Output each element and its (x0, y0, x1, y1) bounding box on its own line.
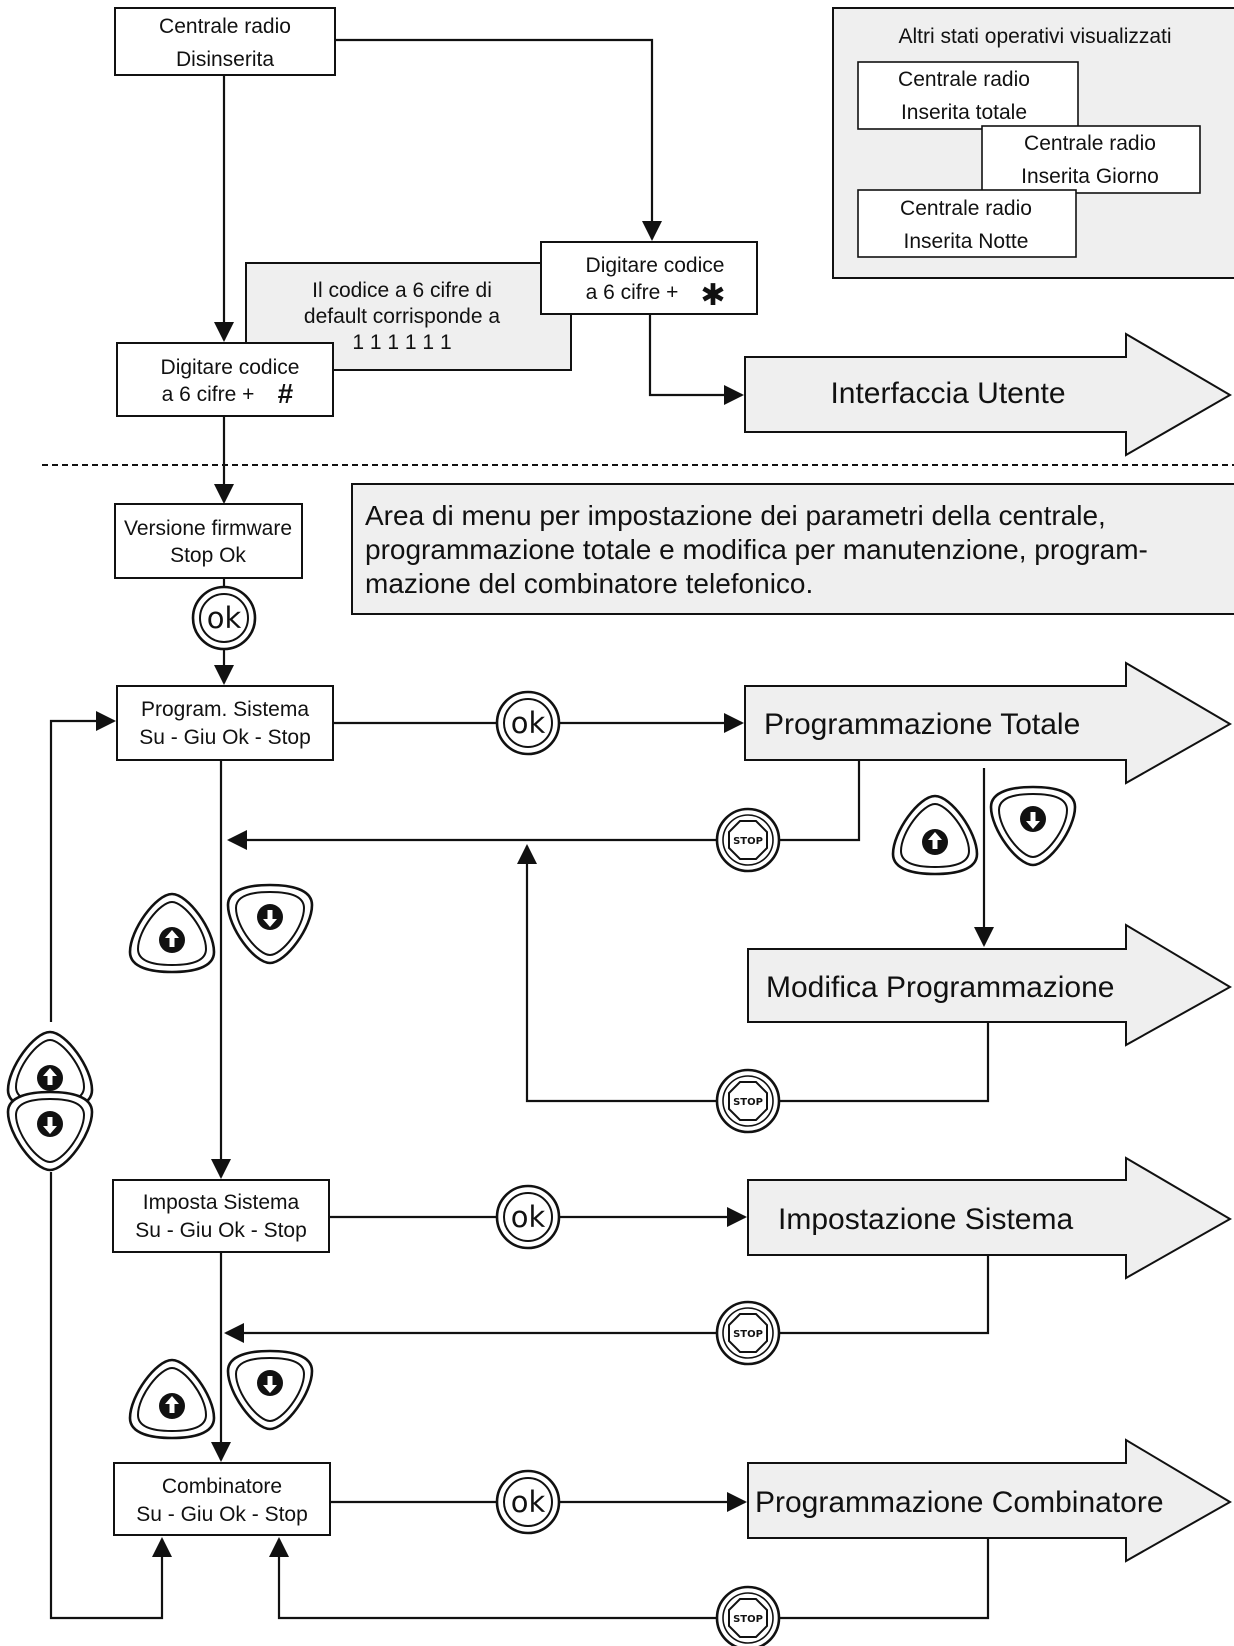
program-sistema-line2: Su - Giu Ok - Stop (139, 726, 311, 749)
down-arrow-button[interactable] (6, 1090, 94, 1172)
ok-button-label: ok (511, 1200, 546, 1234)
stop-button-label: STOP (733, 1097, 763, 1108)
arrow-impostazione-sistema: Impostazione Sistema (747, 1156, 1233, 1280)
firmware-line1: Versione firmware (124, 517, 292, 540)
stop-button-label: STOP (733, 1614, 763, 1625)
notte-line1: Centrale radio (900, 197, 1032, 220)
stop-button-programmazione-totale[interactable]: STOP (715, 807, 781, 873)
other-states-title: Altri stati operativi visualizzati (898, 25, 1171, 48)
giorno-line1: Centrale radio (1024, 132, 1156, 155)
code-hash-box: Digitare codice a 6 cifre + # (116, 342, 334, 417)
firmware-line2: Stop Ok (170, 544, 246, 567)
ok-button-impostazione-sistema[interactable]: ok (495, 1184, 561, 1250)
default-note-line3: 1 1 1 1 1 1 (352, 331, 451, 354)
imposta-sistema-line2: Su - Giu Ok - Stop (135, 1219, 307, 1242)
menu-connectors (49, 711, 994, 1620)
default-note-line2: default corrisponde a (304, 305, 500, 328)
impostazione-sistema-label: Impostazione Sistema (778, 1203, 1073, 1236)
program-sistema-line1: Program. Sistema (141, 698, 309, 721)
up-arrow-button[interactable] (128, 892, 216, 974)
menu-area-note: Area di menu per impostazione dei parame… (351, 483, 1234, 615)
down-arrow-button[interactable] (226, 1349, 314, 1431)
ok-button-label: ok (207, 601, 242, 635)
menu-item-program-sistema[interactable]: Program. Sistema Su - Giu Ok - Stop (116, 685, 334, 761)
stop-button-impostazione[interactable]: STOP (715, 1300, 781, 1366)
firmware-box: Versione firmware Stop Ok (114, 503, 303, 579)
menu-note-line1: Area di menu per impostazione dei parame… (365, 500, 1106, 531)
disinserita-line2: Disinserita (176, 48, 274, 71)
arrow-modifica-programmazione: Modifica Programmazione (747, 923, 1233, 1047)
asterisk-icon: ✱ (700, 279, 725, 312)
menu-note-line2: programmazione totale e modifica per man… (365, 534, 1148, 565)
state-box-disinserita: Centrale radio Disinserita (114, 7, 336, 76)
default-code-note: Il codice a 6 cifre di default corrispon… (245, 262, 572, 371)
combinatore-line1: Combinatore (162, 1475, 282, 1498)
ok-button-label: ok (511, 706, 546, 740)
notte-line2: Inserita Notte (904, 230, 1029, 253)
ok-button-label: ok (511, 1485, 546, 1519)
other-states-panel: Altri stati operativi visualizzati Centr… (832, 7, 1234, 279)
state-box-inserita-giorno: Centrale radio Inserita Giorno (981, 125, 1201, 194)
ok-button-programmazione-totale[interactable]: ok (495, 690, 561, 756)
totale-line1: Centrale radio (898, 68, 1030, 91)
hash-icon: # (277, 378, 293, 409)
stop-button-label: STOP (733, 1329, 763, 1340)
programmazione-combinatore-label: Programmazione Combinatore (755, 1486, 1164, 1519)
menu-item-imposta-sistema[interactable]: Imposta Sistema Su - Giu Ok - Stop (112, 1179, 330, 1253)
arrow-programmazione-totale: Programmazione Totale (744, 661, 1233, 785)
stop-button-combinatore[interactable]: STOP (715, 1585, 781, 1646)
programmazione-totale-label: Programmazione Totale (764, 708, 1080, 741)
interfaccia-utente-arrow: Interfaccia Utente (744, 332, 1232, 457)
state-box-inserita-notte: Centrale radio Inserita Notte (857, 189, 1077, 258)
down-arrow-button[interactable] (226, 883, 314, 965)
interfaccia-utente-label: Interfaccia Utente (830, 377, 1065, 410)
up-arrow-button[interactable] (128, 1358, 216, 1440)
code-hash-line1: Digitare codice (161, 356, 300, 379)
giorno-line2: Inserita Giorno (1021, 165, 1159, 188)
stop-button-modifica[interactable]: STOP (715, 1068, 781, 1134)
menu-note-line3: mazione del combinatore telefonico. (365, 568, 813, 599)
menu-item-combinatore[interactable]: Combinatore Su - Giu Ok - Stop (113, 1462, 331, 1536)
code-hash-line2: a 6 cifre + (162, 383, 255, 406)
down-arrow-button[interactable] (989, 785, 1077, 867)
imposta-sistema-line1: Imposta Sistema (143, 1191, 300, 1214)
state-box-inserita-totale: Centrale radio Inserita totale (857, 61, 1079, 130)
code-star-line2: a 6 cifre + (586, 281, 679, 304)
code-star-box: Digitare codice a 6 cifre + ✱ (540, 241, 758, 315)
code-star-line1: Digitare codice (586, 254, 725, 277)
arrow-programmazione-combinatore: Programmazione Combinatore (747, 1438, 1232, 1563)
top-connectors (214, 38, 744, 504)
stop-button-label: STOP (733, 836, 763, 847)
up-arrow-button[interactable] (891, 794, 979, 876)
modifica-programmazione-label: Modifica Programmazione (766, 971, 1114, 1004)
disinserita-line1: Centrale radio (159, 15, 291, 38)
combinatore-line2: Su - Giu Ok - Stop (136, 1503, 308, 1526)
ok-button-firmware[interactable]: ok (191, 585, 257, 651)
totale-line2: Inserita totale (901, 101, 1027, 124)
ok-button-combinatore[interactable]: ok (495, 1469, 561, 1535)
default-note-line1: Il codice a 6 cifre di (312, 279, 492, 302)
